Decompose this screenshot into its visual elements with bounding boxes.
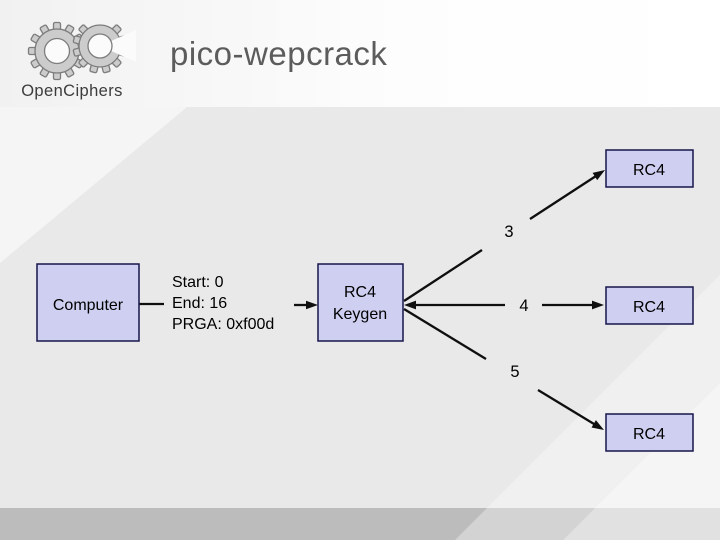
stripe-lower-right: [455, 275, 720, 540]
computer-node: [36, 263, 140, 342]
edge-label-4: 4: [519, 297, 528, 315]
arrowhead-into-rc4-top: [592, 170, 605, 181]
edge-label-5: 5: [510, 363, 519, 381]
rc4-top-node: [605, 149, 694, 188]
rc4-mid-label: RC4: [633, 299, 665, 316]
edge-label-3: 3: [504, 223, 513, 241]
page-title: pico-wepcrack: [170, 35, 388, 72]
arrowhead-into-rc4-mid: [592, 300, 604, 310]
gears-icon: [27, 21, 136, 81]
stripe-upper-left: [0, 107, 187, 263]
openciphers-logo: OpenCiphers: [10, 6, 142, 106]
gear-o-hole: [43, 37, 71, 65]
arrowhead-into-keygen-right: [404, 300, 416, 310]
keygen-label-line2: Keygen: [333, 306, 387, 323]
edge-keygen-to-rc4-top: [403, 175, 597, 302]
gear-c-hole: [87, 33, 113, 59]
params-line-end: End: 16: [172, 295, 227, 312]
arrowhead-into-rc4-bottom: [591, 420, 604, 430]
params-line-start: Start: 0: [172, 274, 224, 291]
gear-c-opening: [100, 30, 136, 62]
keygen-label-line1: RC4: [344, 284, 376, 301]
rc4-mid-node: [605, 286, 694, 325]
rc4-bottom-label: RC4: [633, 426, 665, 443]
rc4-top-label: RC4: [633, 162, 665, 179]
rc4-keygen-node: [317, 263, 404, 342]
params-line-prga: PRGA: 0xf00d: [172, 316, 274, 333]
rc4-bottom-node: [605, 413, 694, 452]
logo-caption: OpenCiphers: [21, 82, 123, 100]
edge-keygen-to-rc4-bottom: [403, 308, 595, 425]
computer-node-label: Computer: [53, 297, 124, 314]
arrowhead-into-keygen-left: [306, 300, 318, 310]
